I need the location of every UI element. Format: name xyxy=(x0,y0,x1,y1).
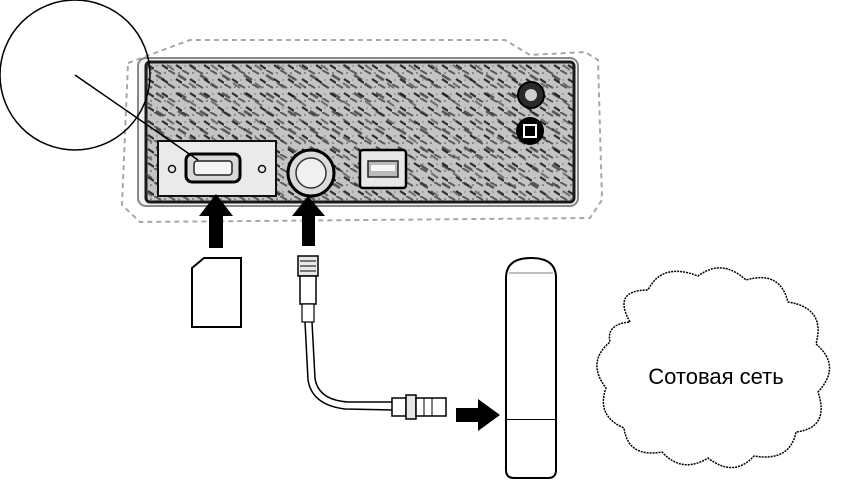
antenna-connector xyxy=(286,148,336,198)
arrow-icon xyxy=(456,399,500,431)
usb-port xyxy=(358,148,408,190)
device-outline xyxy=(120,39,604,224)
arrow-icon xyxy=(292,196,325,246)
arrow-icon xyxy=(199,194,233,248)
antenna-plug xyxy=(297,255,319,323)
antenna-cable xyxy=(304,321,447,420)
sim-card-icon xyxy=(191,257,242,328)
button-knob xyxy=(516,117,544,145)
sim-slot xyxy=(157,140,277,197)
cloud-icon: Сотовая сеть xyxy=(596,267,831,469)
power-knob xyxy=(517,81,545,109)
cloud-label: Сотовая сеть xyxy=(648,364,783,389)
zoom-callout xyxy=(0,0,199,161)
antenna-icon xyxy=(505,256,557,479)
